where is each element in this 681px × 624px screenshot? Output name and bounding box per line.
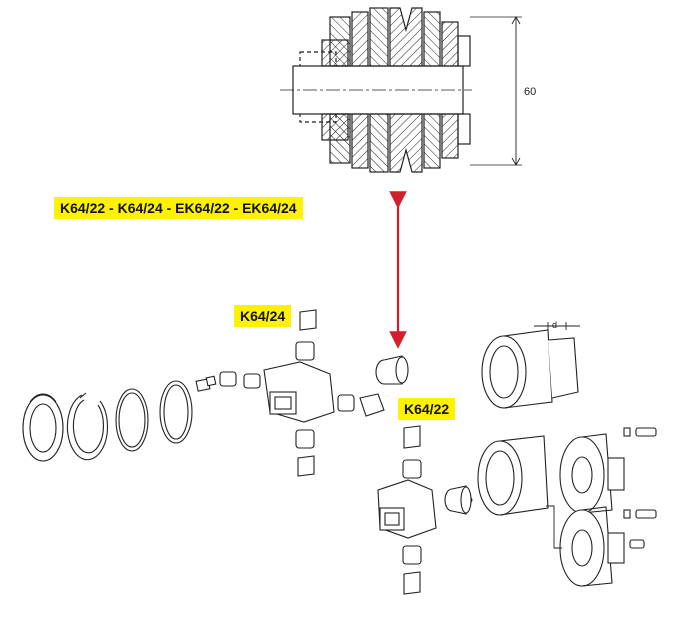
pin-left-2 (243, 373, 261, 389)
disc-6-top (441, 21, 459, 67)
flange-lower (559, 506, 625, 587)
disc-3-bottom (369, 113, 389, 173)
cross-hub-upper (263, 341, 355, 449)
bolt-bottom (629, 539, 645, 549)
o-ring-2 (159, 380, 193, 444)
disc-2-bottom (351, 113, 369, 169)
k6422-label: K64/22 (398, 398, 456, 420)
dimension-d-label: d (552, 320, 557, 330)
disc-2-top (351, 11, 369, 67)
main-model-label: K64/22 - K64/24 - EK64/22 - EK64/24 (54, 197, 303, 219)
exploded-parts: d (22, 309, 657, 595)
pin-left-1 (219, 371, 237, 387)
sleeve-bush (375, 355, 409, 385)
right-cap-top (457, 35, 471, 67)
o-ring-1 (115, 388, 149, 452)
bush-bottom (297, 455, 315, 477)
clutch-housing-lower (477, 435, 549, 516)
snap-ring (66, 392, 109, 461)
dim-arrow-top (511, 16, 521, 25)
disc-6-bottom (441, 113, 459, 159)
washer-large (22, 393, 64, 462)
right-cap-bottom (457, 113, 471, 145)
assembly-guide-line (546, 505, 562, 549)
grease-nipple (195, 375, 217, 392)
disc-3-top (369, 7, 389, 67)
lower-sleeve (444, 485, 473, 515)
cross-hub-lower (377, 459, 437, 565)
lower-hub-cap-top (402, 459, 422, 479)
dimension-60-label: 60 (524, 86, 536, 98)
dim-arrow-bottom (511, 157, 521, 166)
center-pulley-bottom (389, 113, 423, 173)
section-view (280, 7, 522, 173)
disc-1-bottom (329, 113, 351, 164)
hub-bolt-right (359, 393, 385, 417)
disc-5-top (423, 11, 441, 67)
disc-1-top (329, 16, 351, 67)
hub-cap-top (295, 341, 315, 361)
lower-bush-bottom (403, 571, 421, 595)
bush-top (299, 309, 317, 331)
clutch-housing-upper (481, 322, 580, 409)
flange-upper (559, 433, 625, 514)
lower-hub-cap-bottom (402, 545, 422, 565)
lower-bush-top (403, 425, 421, 449)
center-pulley-top (389, 7, 423, 67)
k6424-label: K64/24 (234, 305, 292, 327)
hub-cap-bottom (295, 429, 315, 449)
hub-cap-right (337, 394, 355, 412)
bolt-upper (623, 427, 657, 437)
disc-5-bottom (423, 113, 441, 169)
bolt-lower (623, 509, 657, 519)
